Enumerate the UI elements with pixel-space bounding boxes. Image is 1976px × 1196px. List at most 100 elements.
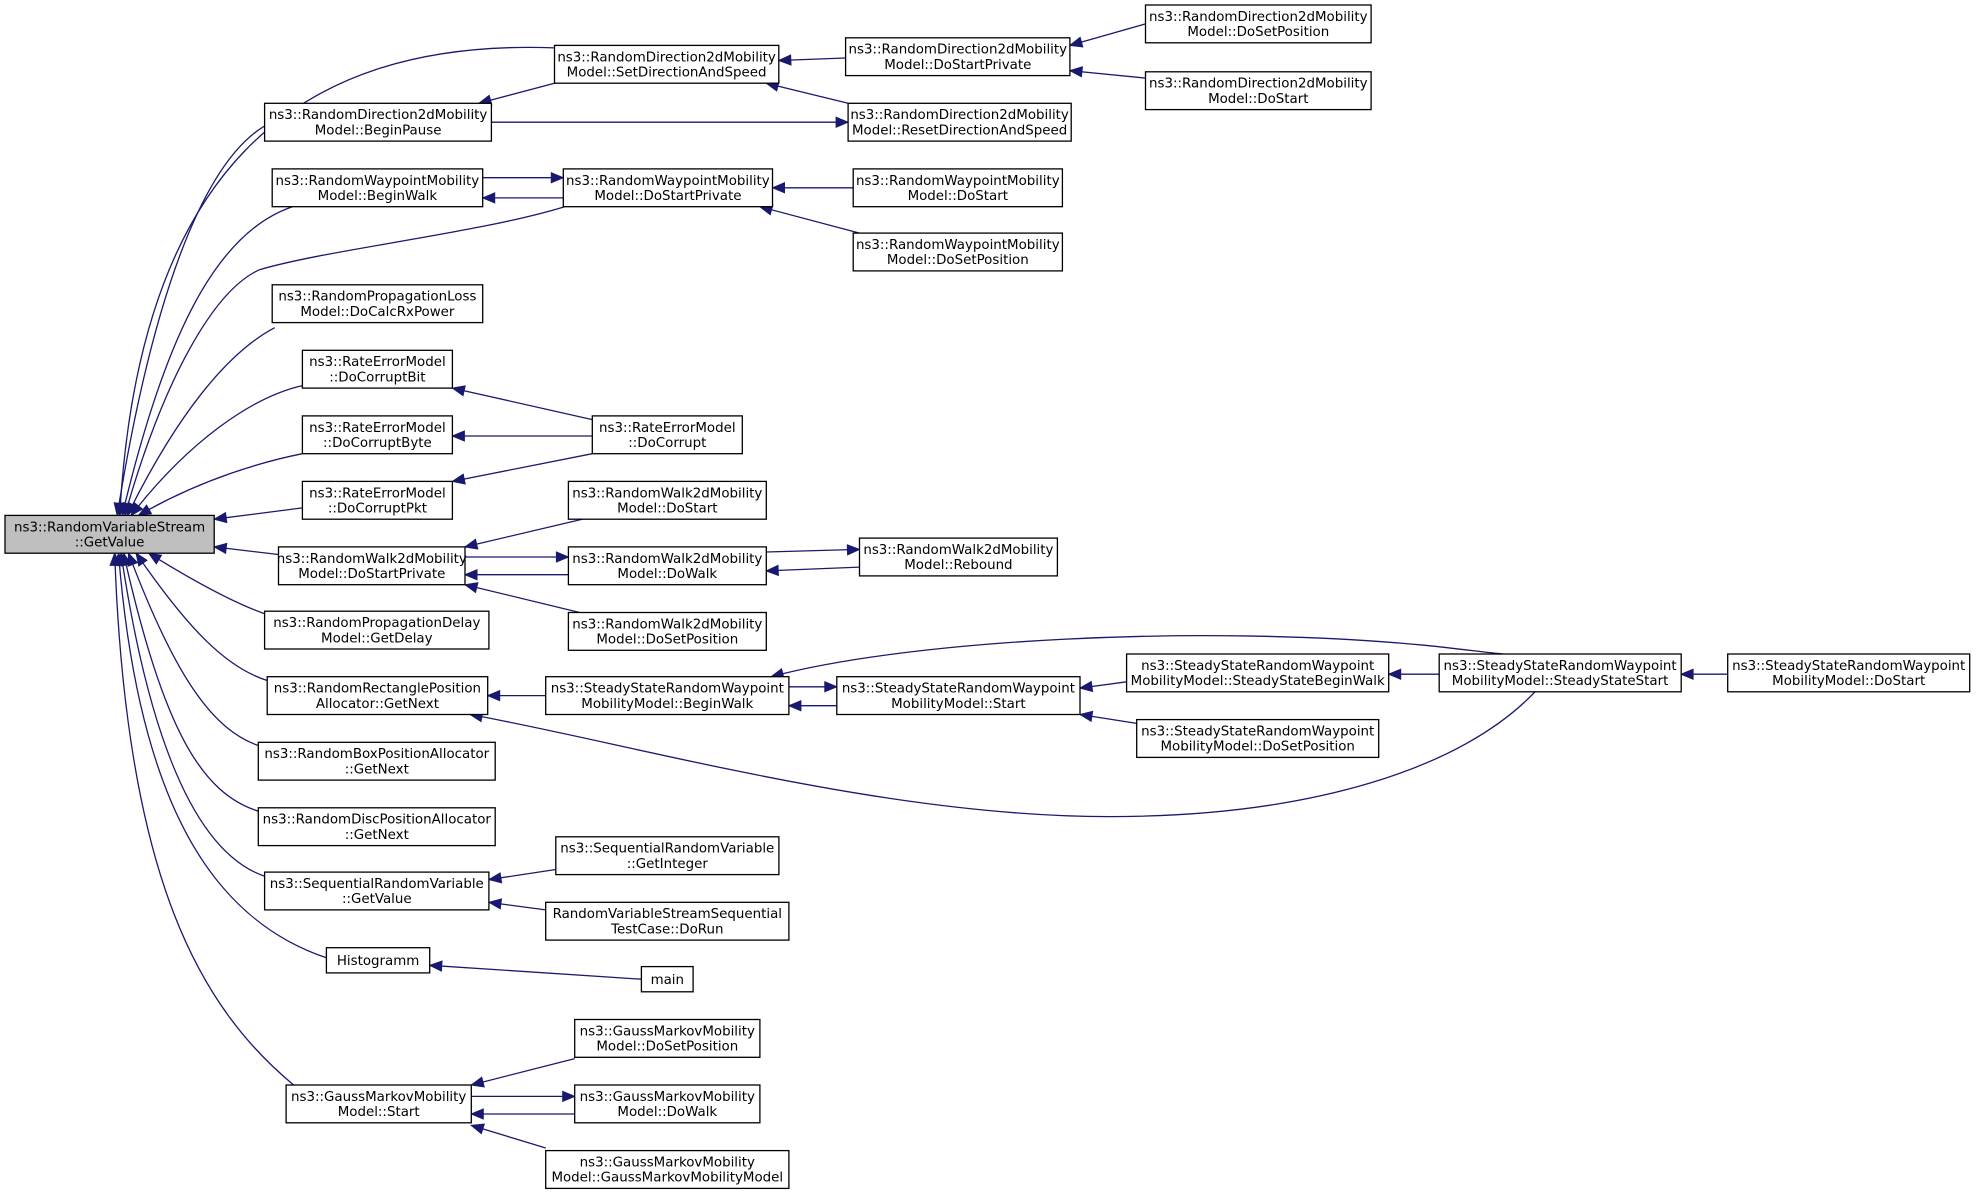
node-gm_dosetpos[interactable]: ns3::GaussMarkovMobilityModel::DoSetPosi… bbox=[574, 1018, 761, 1058]
arrowhead bbox=[463, 538, 479, 550]
node-label-line: Model::DoStartPrivate bbox=[594, 189, 741, 204]
node-label-line: ns3::RandomVariableStream bbox=[14, 520, 205, 535]
node-box bbox=[836, 676, 1081, 716]
node-label-line: MobilityModel::DoSetPosition bbox=[1160, 740, 1354, 755]
edge-line bbox=[766, 548, 860, 553]
node-ss_dostart[interactable]: ns3::SteadyStateRandomWaypointMobilityMo… bbox=[1727, 653, 1971, 693]
node-rem_pkt[interactable]: ns3::RateErrorModel::DoCorruptPkt bbox=[301, 480, 454, 520]
node-label-line: ::GetValue bbox=[342, 892, 412, 907]
edge-rem_corrupt-to-rem_bit bbox=[451, 385, 593, 421]
edge-line bbox=[471, 1057, 575, 1086]
node-gm_start[interactable]: ns3::GaussMarkovMobilityModel::Start bbox=[285, 1084, 472, 1124]
node-rdpa_getnext[interactable]: ns3::RandomDiscPositionAllocator::GetNex… bbox=[257, 807, 496, 847]
node-box bbox=[271, 168, 484, 208]
node-label-line: ns3::RandomWaypointMobility bbox=[856, 238, 1060, 253]
node-main[interactable]: main bbox=[640, 965, 694, 993]
node-label-line: Histogramm bbox=[337, 954, 420, 969]
node-box bbox=[301, 415, 454, 455]
edge-rw_dostartpriv-to-rw_beginwalk bbox=[481, 192, 564, 204]
node-rd_dostartpriv[interactable]: ns3::RandomDirection2dMobilityModel::DoS… bbox=[844, 37, 1071, 77]
node-rw_dostartpriv[interactable]: ns3::RandomWaypointMobilityModel::DoStar… bbox=[562, 168, 774, 208]
edge-rw_dosetpos-to-rw_dostartpriv bbox=[758, 204, 860, 234]
node-label-line: ns3::RateErrorModel bbox=[309, 421, 446, 436]
arrowhead bbox=[470, 1123, 486, 1135]
node-box bbox=[263, 610, 490, 650]
node-label-line: ::GetNext bbox=[345, 762, 409, 777]
node-rw2_dostartpriv[interactable]: ns3::RandomWalk2dMobilityModel::DoStartP… bbox=[277, 546, 467, 586]
edge-ss_beginwalk-to-ss_start bbox=[788, 681, 839, 693]
node-rbpa_getnext[interactable]: ns3::RandomBoxPositionAllocator::GetNext bbox=[257, 741, 496, 781]
node-rw_dosetpos[interactable]: ns3::RandomWaypointMobilityModel::DoSetP… bbox=[852, 232, 1064, 272]
node-rd_dostart[interactable]: ns3::RandomDirection2dMobilityModel::DoS… bbox=[1144, 71, 1372, 111]
node-box bbox=[574, 1018, 761, 1058]
node-rd_dosetpos[interactable]: ns3::RandomDirection2dMobilityModel::DoS… bbox=[1144, 4, 1372, 44]
node-histogramm[interactable]: Histogramm bbox=[325, 947, 431, 974]
edge-line bbox=[135, 552, 268, 682]
node-box bbox=[574, 1084, 761, 1124]
node-label-line: Model::ResetDirectionAndSpeed bbox=[852, 123, 1067, 138]
arrowhead bbox=[1078, 680, 1094, 693]
node-label-line: Model::DoWalk bbox=[617, 567, 717, 582]
node-rw2_dosetpos[interactable]: ns3::RandomWalk2dMobilityModel::DoSetPos… bbox=[567, 611, 767, 651]
node-rd_resetdir[interactable]: ns3::RandomDirection2dMobilityModel::Res… bbox=[847, 102, 1072, 142]
edge-line bbox=[148, 552, 265, 615]
edge-ss_dosetpos-to-ss_start bbox=[1078, 710, 1137, 725]
node-box bbox=[285, 1084, 472, 1124]
node-ss_ssbeginwalk[interactable]: ns3::SteadyStateRandomWaypointMobilityMo… bbox=[1125, 653, 1390, 693]
node-label-line: RandomVariableStreamSequential bbox=[553, 907, 782, 922]
node-srv_getvalue[interactable]: ns3::SequentialRandomVariable::GetValue bbox=[263, 871, 490, 911]
node-gm_ctor[interactable]: ns3::GaussMarkovMobilityModel::GaussMark… bbox=[545, 1149, 790, 1190]
node-label-line: ns3::RandomDiscPositionAllocator bbox=[263, 813, 492, 828]
node-rvs_seqtest[interactable]: RandomVariableStreamSequentialTestCase::… bbox=[545, 901, 790, 941]
node-rw_dostart[interactable]: ns3::RandomWaypointMobilityModel::DoStar… bbox=[852, 168, 1064, 208]
node-label-line: Model::DoStart bbox=[1208, 92, 1308, 107]
arrowhead bbox=[470, 1076, 485, 1088]
node-box bbox=[301, 480, 454, 520]
node-rd_setdir[interactable]: ns3::RandomDirection2dMobilityModel::Set… bbox=[553, 44, 780, 84]
edge-line bbox=[130, 384, 303, 516]
arrowhead bbox=[1679, 668, 1694, 680]
arrowhead bbox=[835, 116, 850, 128]
node-rpd_getdelay[interactable]: ns3::RandomPropagationDelayModel::GetDel… bbox=[263, 610, 490, 650]
node-rw_beginwalk[interactable]: ns3::RandomWaypointMobilityModel::BeginW… bbox=[271, 168, 484, 208]
node-rem_byte[interactable]: ns3::RateErrorModel::DoCorruptByte bbox=[301, 415, 454, 455]
edge-line bbox=[117, 553, 327, 959]
node-label-line: MobilityModel::Start bbox=[891, 697, 1026, 712]
node-rpl_docalc[interactable]: ns3::RandomPropagationLossModel::DoCalcR… bbox=[271, 284, 484, 324]
node-ss_beginwalk[interactable]: ns3::SteadyStateRandomWaypointMobilityMo… bbox=[545, 676, 790, 716]
node-rem_bit[interactable]: ns3::RateErrorModel::DoCorruptBit bbox=[301, 349, 454, 389]
edge-line bbox=[124, 206, 565, 516]
node-box bbox=[1125, 653, 1390, 693]
edge-rem_corrupt-to-rem_byte bbox=[451, 430, 593, 442]
node-ss_dosetpos[interactable]: ns3::SteadyStateRandomWaypointMobilityMo… bbox=[1136, 718, 1380, 759]
node-srv_getint[interactable]: ns3::SequentialRandomVariable::GetIntege… bbox=[555, 836, 780, 876]
edge-rd_dostart-to-rd_dostartpriv bbox=[1068, 66, 1146, 79]
arrowhead bbox=[764, 564, 779, 577]
node-label-line: ::GetInteger bbox=[627, 857, 709, 872]
node-ss_ssstart[interactable]: ns3::SteadyStateRandomWaypointMobilityMo… bbox=[1438, 653, 1682, 693]
node-rem_corrupt[interactable]: ns3::RateErrorModel::DoCorrupt bbox=[591, 415, 743, 455]
node-box bbox=[271, 284, 484, 324]
node-gm_dowalk[interactable]: ns3::GaussMarkovMobilityModel::DoWalk bbox=[574, 1084, 761, 1124]
arrowhead bbox=[555, 551, 570, 563]
edge-rd_dosetpos-to-rd_dostartpriv bbox=[1068, 23, 1146, 48]
node-label-line: MobilityModel::SteadyStateBeginWalk bbox=[1131, 674, 1385, 689]
edge-rem_bit-to-root bbox=[130, 384, 303, 517]
node-rd_beginpause[interactable]: ns3::RandomDirection2dMobilityModel::Beg… bbox=[263, 102, 493, 142]
node-ss_start[interactable]: ns3::SteadyStateRandomWaypointMobilityMo… bbox=[836, 676, 1081, 716]
edge-rw2_dostartpriv-to-root bbox=[212, 542, 279, 556]
node-box bbox=[257, 807, 496, 847]
node-label-line: ::GetNext bbox=[345, 828, 409, 843]
node-label-line: ::DoCorruptPkt bbox=[328, 502, 427, 517]
node-rrpa_getnext[interactable]: ns3::RandomRectanglePositionAllocator::G… bbox=[266, 676, 489, 716]
edge-line bbox=[771, 635, 1504, 678]
node-label-line: ::DoCorruptBit bbox=[329, 370, 425, 385]
node-root[interactable]: ns3::RandomVariableStream::GetValue bbox=[4, 514, 215, 554]
node-box bbox=[301, 349, 454, 389]
edge-rw_beginwalk-to-root bbox=[119, 206, 293, 517]
node-label-line: Model::DoStartPrivate bbox=[884, 58, 1031, 73]
node-label-line: ns3::RandomWalk2dMobility bbox=[277, 552, 467, 567]
